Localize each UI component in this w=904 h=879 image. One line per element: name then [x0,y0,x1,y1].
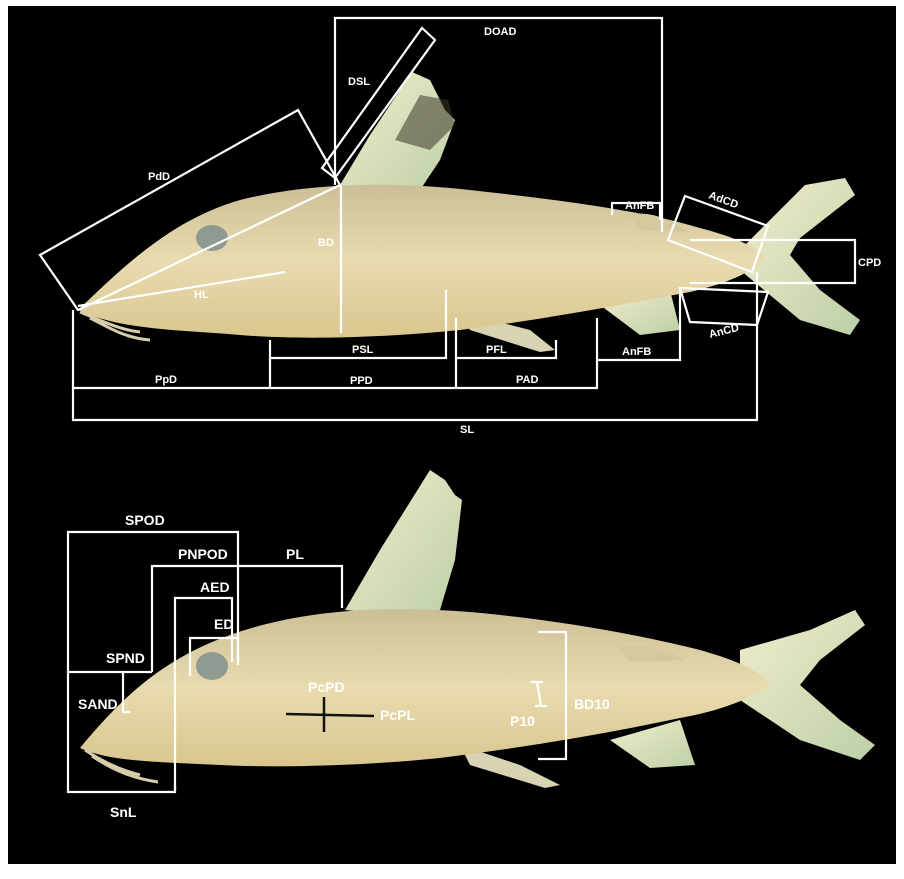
label-pad: PAD [516,374,538,386]
label-anfb-upper: AnFB [625,200,654,212]
label-snl: SnL [110,804,137,820]
label-hl: HL [194,289,209,301]
label-p10: P10 [510,713,535,729]
label-aed: AED [200,579,230,595]
label-spod: SPOD [125,512,165,528]
label-pdd: PdD [148,171,170,183]
label-pnpod: PNPOD [178,546,228,562]
label-bd: BD [318,237,334,249]
label-pcpd: PcPD [308,679,345,695]
label-sand: SAND [78,696,118,712]
label-dsl: DSL [348,76,370,88]
label-ppd: PPD [350,375,373,387]
label-spnd: SPND [106,650,145,666]
label-sl: SL [460,424,474,436]
label-doad: DOAD [484,26,516,38]
label-psl: PSL [352,344,374,356]
label-cpd: CPD [858,257,881,269]
bottom-fish-eye [196,652,228,680]
label-pcpl: PcPL [380,707,415,723]
label-ed: ED [214,616,233,632]
label-ppd-left: PpD [155,374,177,386]
label-anfb-lower: AnFB [622,346,651,358]
label-pl: PL [286,546,304,562]
label-pfl: PFL [486,344,507,356]
label-bd10: BD10 [574,696,610,712]
